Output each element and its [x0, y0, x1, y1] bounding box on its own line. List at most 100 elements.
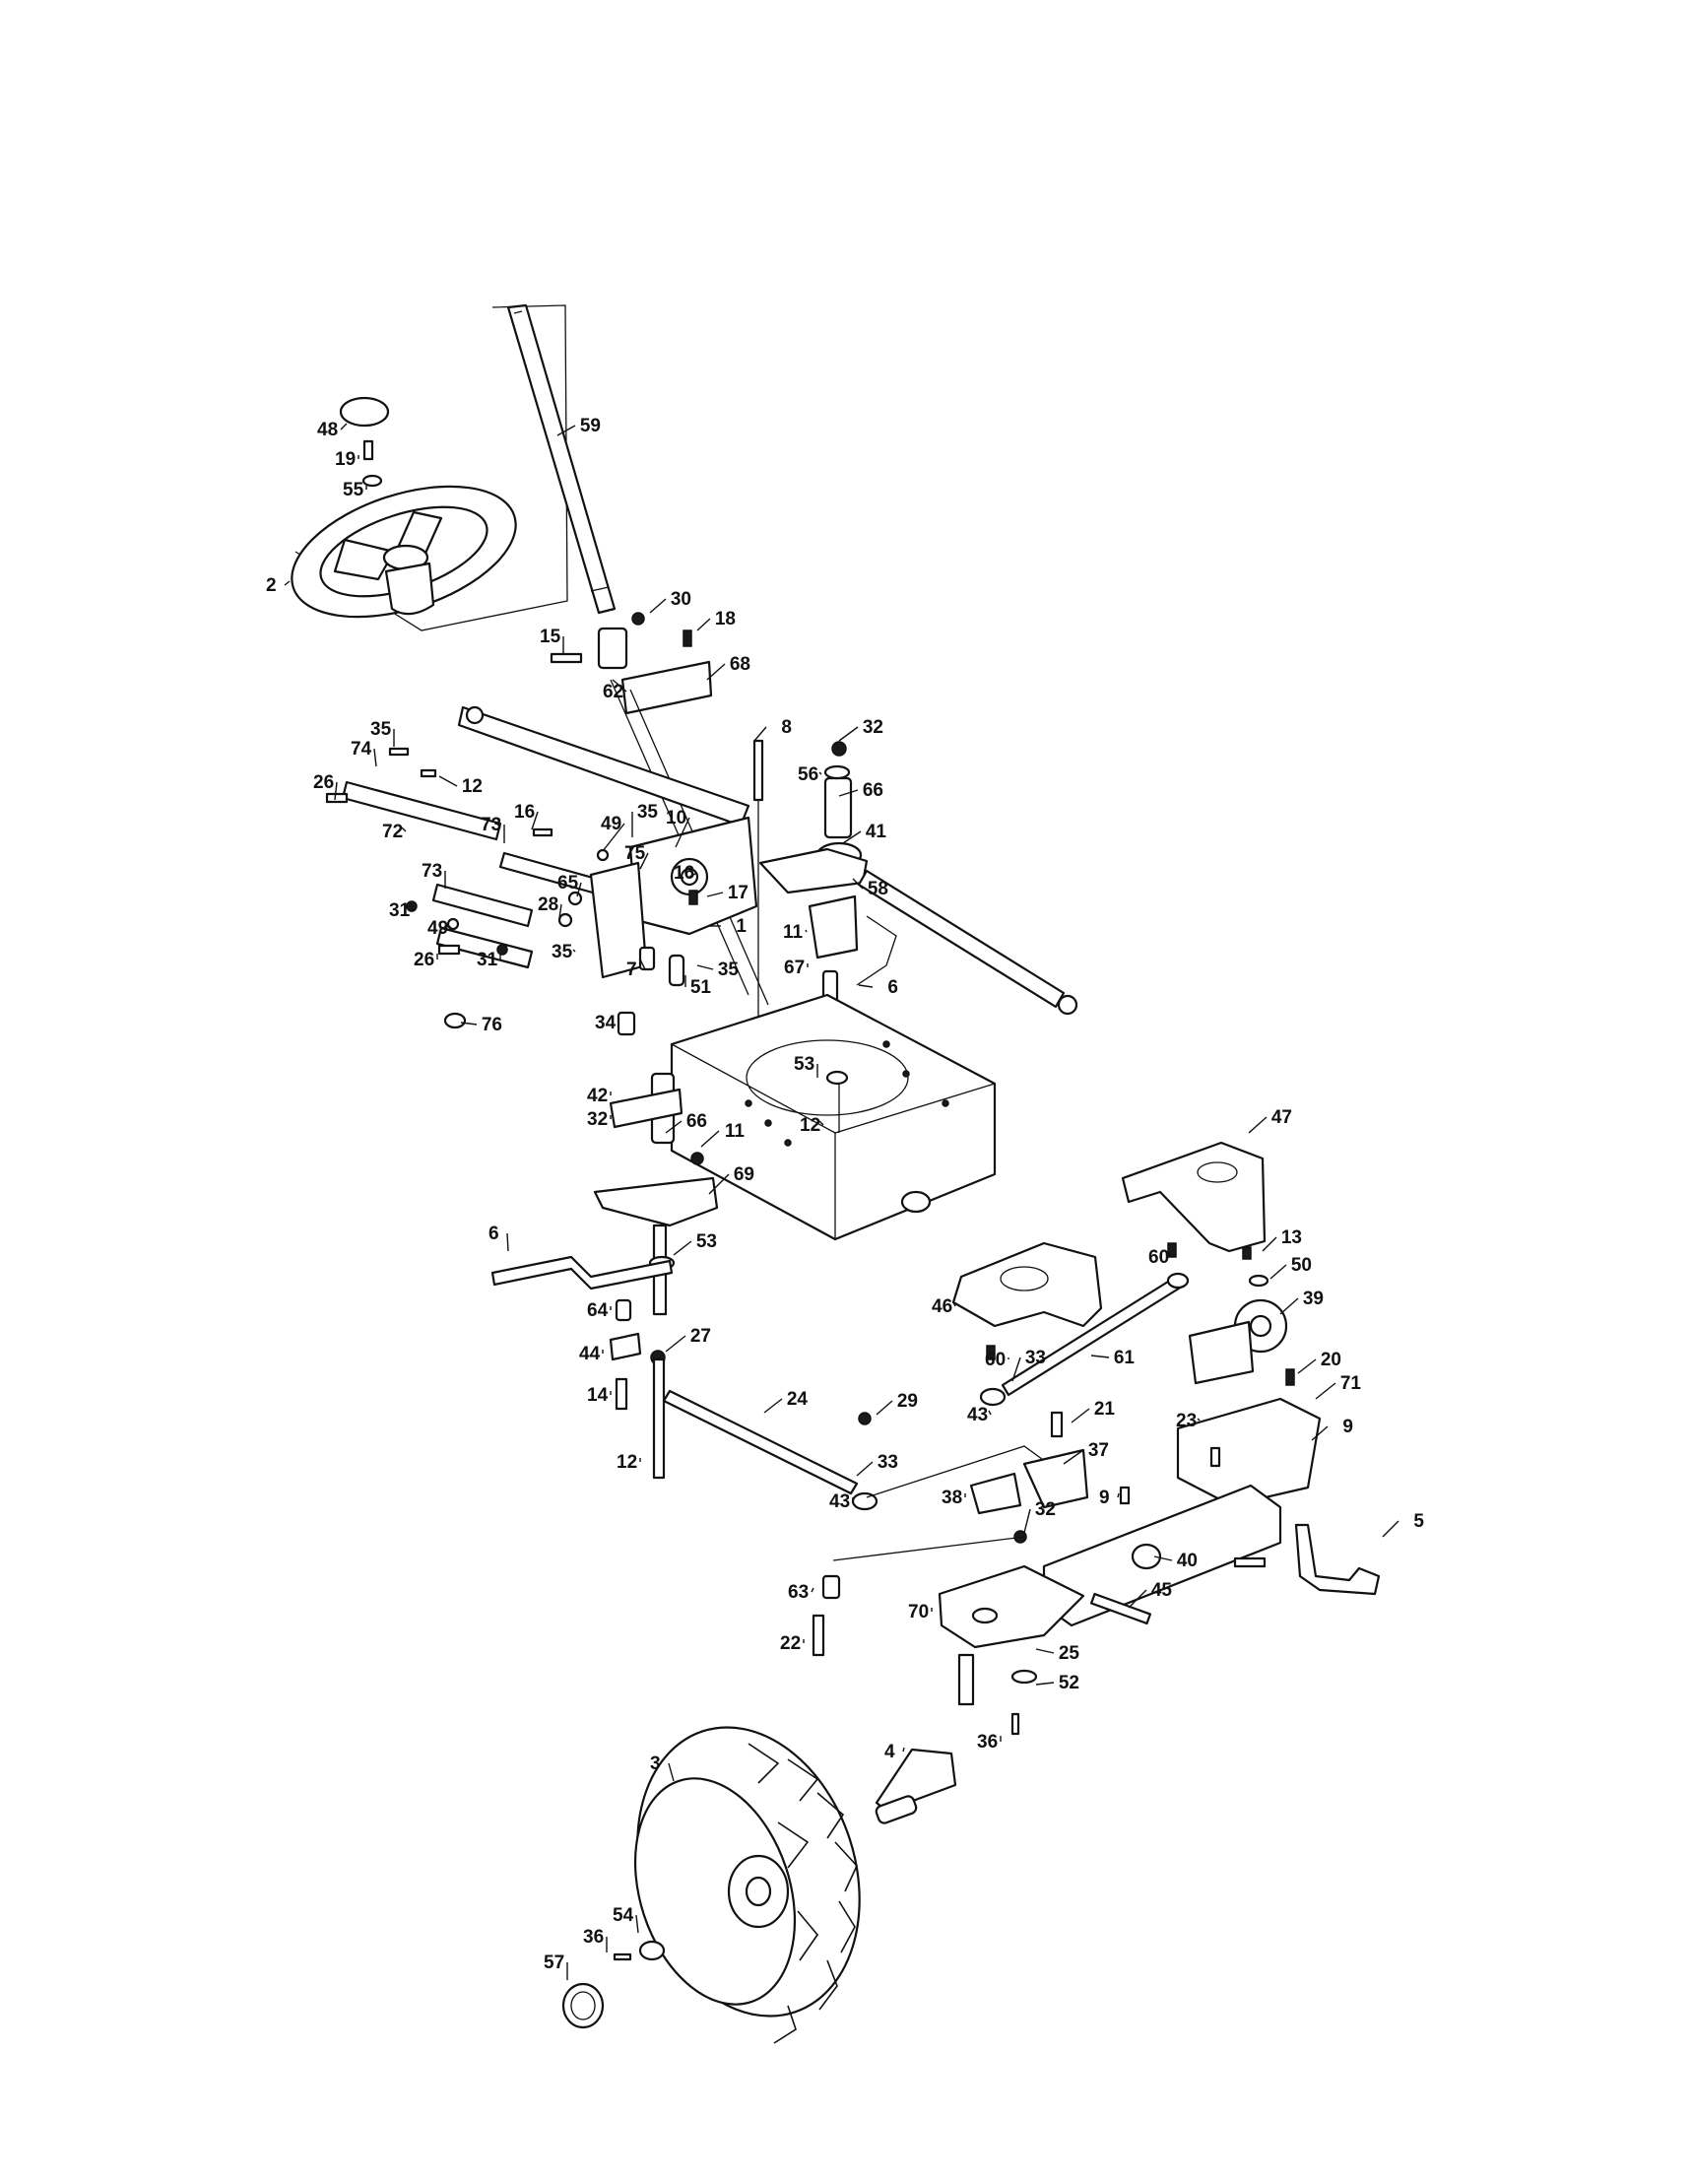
- callout-c9b: 9: [1099, 1488, 1120, 1508]
- washer-53a: [825, 1070, 849, 1086]
- callout-number: 44: [579, 1344, 601, 1364]
- callout-number: 19: [335, 449, 356, 470]
- callout-c61: 61: [1090, 1348, 1135, 1368]
- pivot-tube-66a: [823, 776, 853, 839]
- bolt-21: [1050, 1411, 1064, 1438]
- callout-c19: 19: [335, 449, 359, 470]
- callout-number: 74: [351, 739, 372, 760]
- leader-line: [696, 618, 711, 631]
- shaft-51: [668, 954, 685, 987]
- bolt-23: [1209, 1446, 1221, 1468]
- callout-number: 60: [985, 1350, 1006, 1370]
- steering-cap: [339, 396, 390, 428]
- callout-c60a: 60: [1148, 1247, 1173, 1268]
- callout-number: 70: [908, 1602, 929, 1622]
- leader-line: [673, 1240, 692, 1256]
- callout-c42: 42: [587, 1086, 612, 1106]
- callout-number: 35: [370, 719, 392, 740]
- callout-c35a: 35: [370, 719, 395, 747]
- callout-number: 32: [587, 1109, 608, 1130]
- callout-number: 11: [725, 1121, 746, 1142]
- callout-c47: 47: [1248, 1107, 1292, 1134]
- callout-c39: 39: [1279, 1289, 1324, 1315]
- gear-38: [969, 1472, 1022, 1515]
- leader-line: [1297, 1358, 1317, 1374]
- callout-c54: 54: [613, 1905, 639, 1934]
- nut-29: [858, 1412, 872, 1425]
- leader-line: [572, 949, 576, 953]
- pin-26a: [325, 792, 349, 804]
- callout-number: 25: [1059, 1643, 1080, 1664]
- callout-c33b: 33: [1011, 1348, 1046, 1382]
- callout-number: 3: [650, 1754, 661, 1774]
- callout-c50: 50: [1269, 1255, 1312, 1280]
- callout-number: 50: [1291, 1255, 1312, 1276]
- leader-line: [838, 789, 859, 797]
- steering-arm-37: [1022, 1448, 1089, 1509]
- callout-number: 23: [1176, 1411, 1197, 1431]
- cover-46: [951, 1241, 1103, 1328]
- frame-hole: [900, 1190, 932, 1214]
- callout-number: 46: [932, 1296, 952, 1317]
- leader-line: [852, 878, 864, 890]
- callout-c31a: 31: [389, 900, 414, 921]
- callout-c34: 34: [595, 1013, 619, 1033]
- callout-number: 35: [718, 960, 740, 980]
- screw-17: [688, 890, 698, 905]
- leader-line: [696, 964, 714, 970]
- callout-c32a: 32: [838, 717, 883, 742]
- frame-group: [670, 993, 997, 1241]
- chassis-frame: [670, 993, 997, 1241]
- leader-line: [506, 1232, 509, 1252]
- callout-c33a: 33: [856, 1452, 898, 1477]
- callout-number: 51: [690, 977, 712, 998]
- callout-c41: 41: [842, 822, 886, 844]
- callout-c30: 30: [649, 589, 691, 614]
- callout-number: 5: [1413, 1511, 1424, 1532]
- callout-c67: 67: [784, 958, 809, 978]
- callout-number: 12: [462, 776, 483, 797]
- callout-number: 57: [544, 1952, 564, 1973]
- callout-c66a: 66: [838, 780, 883, 801]
- callout-number: 76: [482, 1015, 502, 1035]
- steering-washer: [361, 474, 383, 488]
- callout-number: 1: [736, 916, 747, 937]
- sector-gear-group: [1188, 1246, 1295, 1386]
- leader-line: [1382, 1520, 1399, 1538]
- callout-number: 16: [674, 863, 694, 884]
- callout-number: 72: [382, 822, 403, 842]
- callout-c35c: 35: [552, 942, 576, 962]
- callout-c37: 37: [1063, 1440, 1109, 1465]
- link-plate-73c: [435, 926, 534, 969]
- callout-number: 64: [587, 1300, 609, 1321]
- callout-number: 59: [580, 416, 601, 436]
- left-pivot-group: [490, 1011, 719, 1480]
- leader-line: [668, 1762, 675, 1782]
- axle-40: [1042, 1484, 1282, 1627]
- callout-number: 6: [887, 977, 898, 998]
- callout-c36a: 36: [977, 1732, 1002, 1753]
- callout-number: 56: [798, 764, 818, 785]
- pin-26b: [437, 944, 461, 956]
- leader-line: [665, 1120, 683, 1134]
- callout-c4: 4: [884, 1742, 905, 1762]
- bracket-screw: [683, 629, 692, 647]
- rod-end-43b: [979, 1387, 1007, 1407]
- drag-link-right: [857, 869, 1066, 1009]
- leader-line: [639, 852, 649, 870]
- callout-c63: 63: [788, 1582, 814, 1603]
- gear-plate-71: [1188, 1320, 1255, 1385]
- link-plate-73b: [431, 883, 534, 928]
- leader-line: [1262, 1236, 1277, 1252]
- callout-number: 31: [477, 950, 498, 970]
- steering-column: [506, 303, 617, 615]
- screw-35a: [388, 747, 410, 757]
- callout-number: 68: [730, 654, 750, 675]
- callout-number: 45: [1151, 1580, 1173, 1601]
- bolt-9b: [1119, 1486, 1131, 1505]
- leader-line: [805, 929, 808, 933]
- link-plate-72: [341, 780, 502, 841]
- coupling-nut: [631, 612, 645, 626]
- callout-number: 17: [728, 883, 748, 903]
- callout-number: 69: [734, 1164, 754, 1185]
